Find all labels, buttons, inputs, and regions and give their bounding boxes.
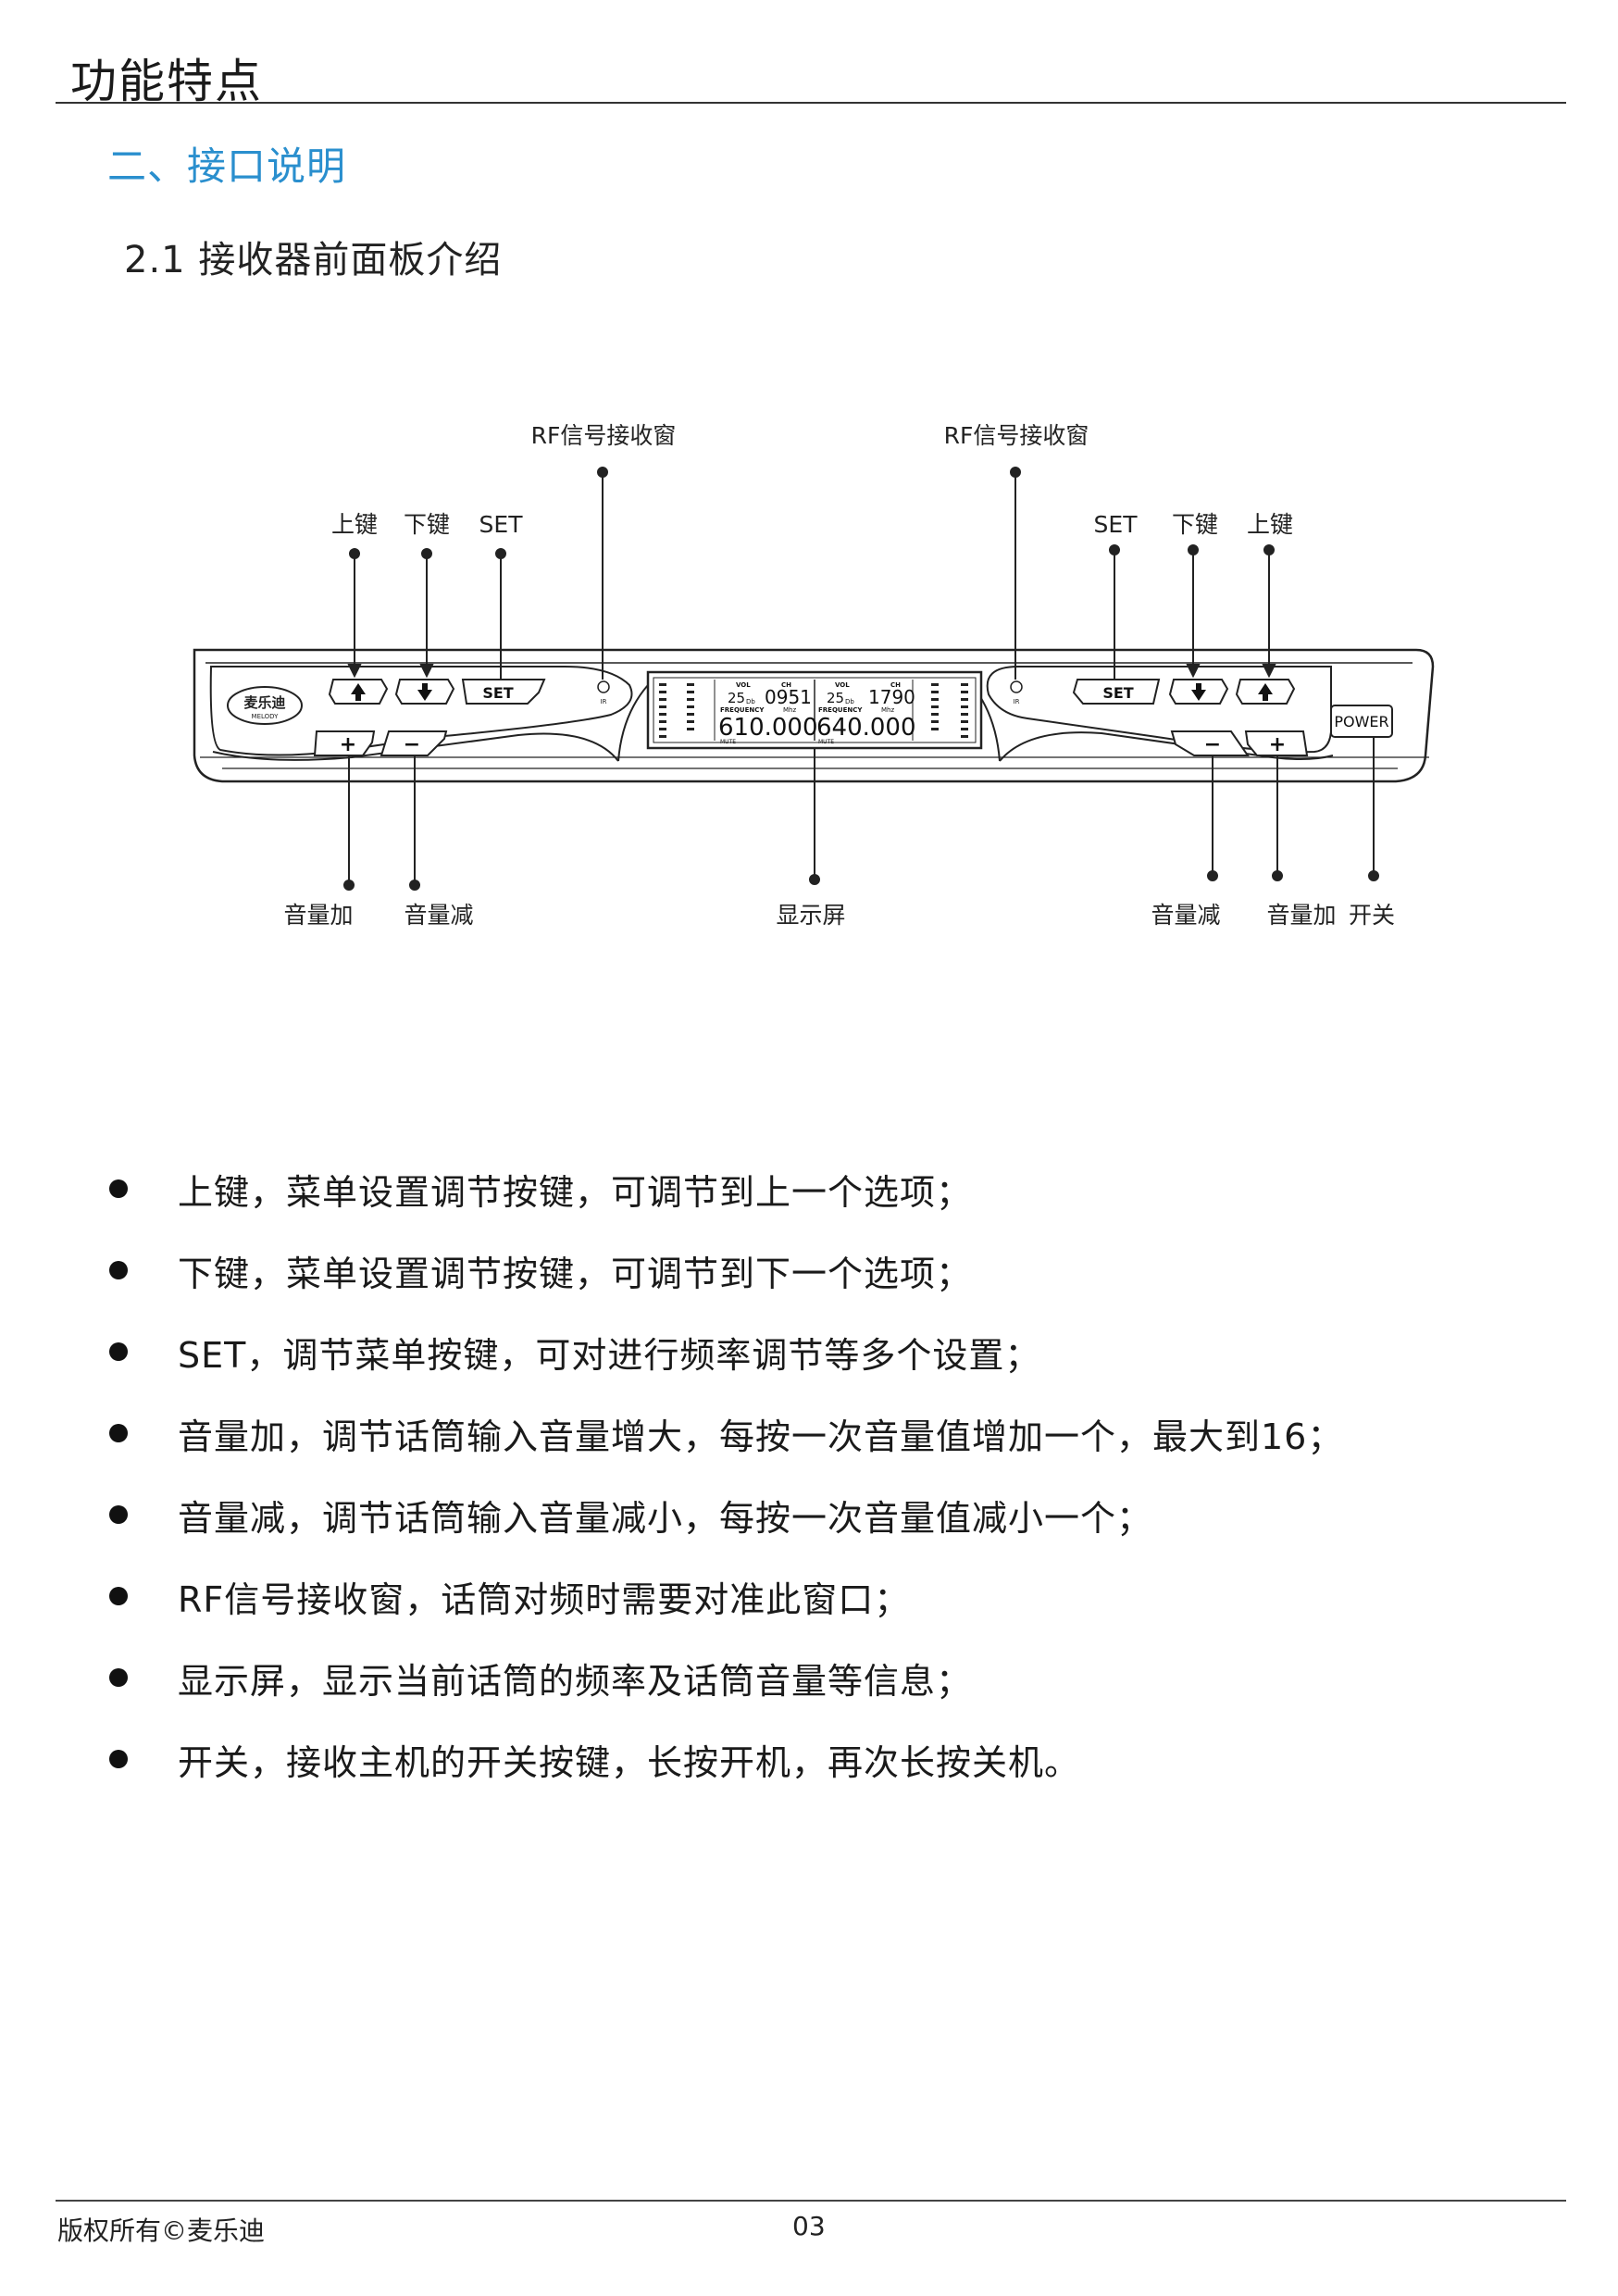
list-item: 上键，菜单设置调节按键，可调节到上一个选项；: [109, 1148, 1516, 1229]
svg-text:FREQUENCY: FREQUENCY: [720, 706, 765, 714]
arrow-down-icon: [1191, 683, 1206, 701]
section-title: 二、接口说明: [107, 144, 347, 189]
set-button-label: SET: [482, 684, 513, 702]
set-button-label: SET: [1102, 684, 1133, 702]
plus-icon: +: [1269, 733, 1286, 756]
right-vol-up-key[interactable]: +: [1244, 730, 1309, 756]
label-down-key-left: 下键: [404, 511, 450, 538]
svg-text:Db: Db: [746, 698, 755, 705]
svg-text:CH: CH: [890, 681, 901, 689]
arrow-up-icon: [351, 683, 366, 701]
power-button[interactable]: POWER: [1330, 705, 1393, 738]
footer-copyright: 版权所有©麦乐迪: [57, 2215, 266, 2246]
bullet-icon: [109, 1342, 128, 1361]
minus-icon: −: [1204, 733, 1221, 756]
page-number: 03: [792, 2211, 826, 2241]
footer-divider: [56, 2200, 1566, 2202]
list-item: SET，调节菜单按键，可对进行频率调节等多个设置；: [109, 1311, 1516, 1392]
power-button-label: POWER: [1334, 713, 1388, 730]
lcd-channel-b: VOL 25 Db CH 1790 FREQUENCY Mhz 640.000 …: [816, 681, 916, 745]
arrow-down-icon: [417, 683, 432, 701]
plus-icon: +: [340, 733, 356, 756]
lcd-channel-a: VOL 25 Db CH 0951 FREQUENCY Mhz 610.000 …: [718, 681, 818, 745]
left-vol-up-key[interactable]: +: [313, 730, 376, 756]
callout-lines: [343, 467, 1379, 891]
minus-icon: −: [404, 733, 420, 756]
label-rf-window-right: RF信号接收窗: [944, 422, 1089, 449]
svg-text:Mhz: Mhz: [881, 706, 894, 714]
label-set-key-right: SET: [1094, 511, 1139, 538]
brand-name: 麦乐迪: [243, 694, 285, 711]
bullet-icon: [109, 1668, 128, 1687]
brand-logo: 麦乐迪 MELODY: [227, 686, 303, 725]
right-down-key[interactable]: [1168, 679, 1229, 705]
lcd-display: VOL 25 Db CH 0951 FREQUENCY Mhz 610.000 …: [646, 670, 983, 750]
svg-text:0951: 0951: [765, 686, 812, 708]
svg-text:610.000: 610.000: [718, 714, 818, 742]
svg-text:640.000: 640.000: [816, 714, 916, 742]
left-down-key[interactable]: [394, 679, 455, 705]
svg-text:VOL: VOL: [736, 681, 751, 689]
list-item: 下键，菜单设置调节按键，可调节到下一个选项；: [109, 1229, 1516, 1311]
left-ir-window: IR: [597, 680, 610, 705]
svg-text:1790: 1790: [868, 686, 915, 708]
label-power-switch: 开关: [1349, 902, 1395, 929]
svg-text:MUTE: MUTE: [818, 739, 834, 745]
label-vol-down-right: 音量减: [1151, 902, 1220, 929]
header-divider: [56, 102, 1566, 104]
right-up-key[interactable]: [1235, 679, 1296, 705]
page-header-title: 功能特点: [70, 55, 263, 108]
receiver-front-panel-diagram: 麦乐迪 MELODY SET + − IR IR: [193, 422, 1435, 929]
subsection-title: 2.1 接收器前面板介绍: [124, 239, 503, 281]
list-item: 音量加，调节话筒输入音量增大，每按一次音量值增加一个，最大到16；: [109, 1392, 1516, 1474]
svg-text:CH: CH: [781, 681, 791, 689]
list-item: RF信号接收窗，话筒对频时需要对准此窗口；: [109, 1555, 1516, 1637]
lcd-left-level-meter: [659, 683, 694, 738]
lcd-right-level-meter: [931, 683, 968, 738]
bullet-icon: [109, 1261, 128, 1279]
svg-text:25: 25: [827, 690, 844, 706]
svg-text:Db: Db: [845, 698, 854, 705]
label-vol-up-left: 音量加: [283, 902, 353, 929]
label-rf-window-left: RF信号接收窗: [531, 422, 677, 449]
svg-text:FREQUENCY: FREQUENCY: [818, 706, 863, 714]
bullet-icon: [109, 1424, 128, 1442]
ir-label: IR: [1014, 698, 1020, 705]
right-vol-down-key[interactable]: −: [1170, 730, 1250, 756]
left-up-key[interactable]: [328, 679, 389, 705]
label-vol-down-left: 音量减: [404, 902, 473, 929]
brand-subname: MELODY: [252, 713, 280, 720]
bullet-icon: [109, 1750, 128, 1768]
list-item: 显示屏，显示当前话筒的频率及话筒音量等信息；: [109, 1637, 1516, 1718]
label-vol-up-right: 音量加: [1266, 902, 1336, 929]
label-up-key-right: 上键: [1247, 511, 1293, 538]
bullet-icon: [109, 1179, 128, 1198]
label-up-key-left: 上键: [331, 511, 378, 538]
arrow-up-icon: [1258, 683, 1273, 701]
list-item: 音量减，调节话筒输入音量减小，每按一次音量值减小一个；: [109, 1474, 1516, 1555]
bullet-icon: [109, 1505, 128, 1524]
left-vol-down-key[interactable]: −: [380, 730, 448, 756]
svg-text:25: 25: [728, 690, 745, 706]
right-set-key[interactable]: SET: [1072, 679, 1161, 705]
bullet-icon: [109, 1587, 128, 1605]
label-down-key-right: 下键: [1172, 511, 1218, 538]
right-ir-window: IR: [1010, 680, 1023, 705]
svg-text:VOL: VOL: [835, 681, 850, 689]
feature-list: 上键，菜单设置调节按键，可调节到上一个选项； 下键，菜单设置调节按键，可调节到下…: [109, 1148, 1516, 1800]
svg-text:Mhz: Mhz: [783, 706, 796, 714]
svg-text:MUTE: MUTE: [720, 739, 736, 745]
ir-label: IR: [601, 698, 607, 705]
list-item: 开关，接收主机的开关按键，长按开机，再次长按关机。: [109, 1718, 1516, 1800]
label-display: 显示屏: [776, 902, 845, 929]
left-set-key[interactable]: SET: [461, 679, 546, 705]
label-set-key-left: SET: [479, 511, 524, 538]
